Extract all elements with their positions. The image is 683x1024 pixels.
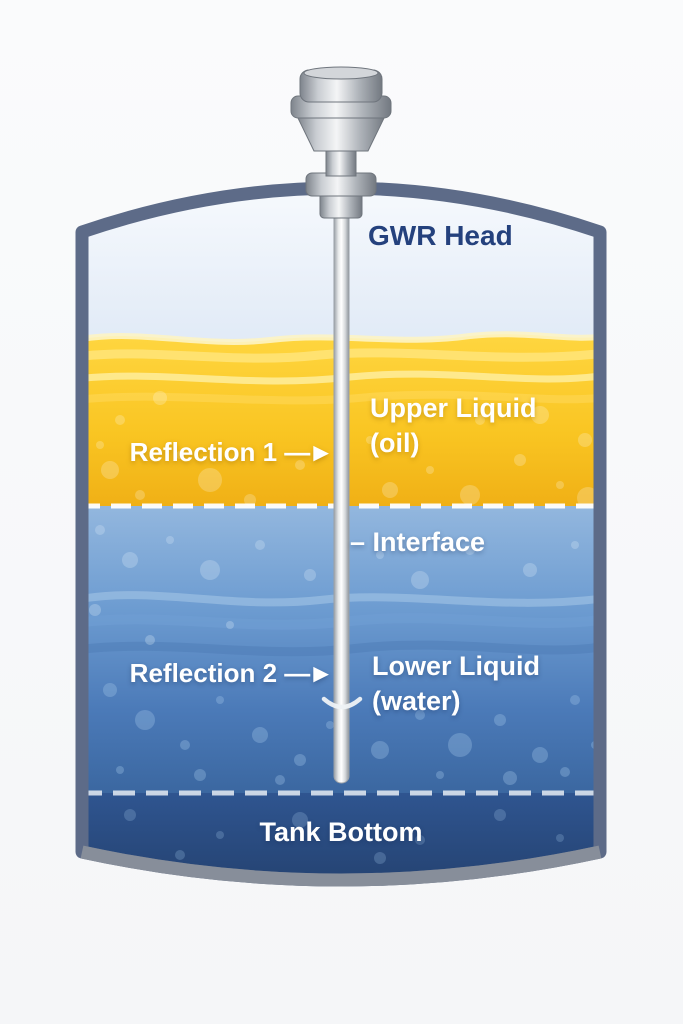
reflection1-label: Reflection 1 —► (88, 437, 334, 468)
tank-bottom-zone (82, 793, 600, 880)
lower-liquid-line1: Lower Liquid (372, 651, 540, 681)
deep-water-bubbles (103, 683, 599, 785)
interface-label: – Interface (350, 527, 486, 557)
reflection2-arc (321, 696, 363, 710)
upper-liquid-line1: Upper Liquid (370, 393, 537, 423)
gwr-probe (333, 199, 350, 784)
reflection1-text: Reflection 1 (129, 437, 285, 467)
reflection1-arrow-icon: —► (284, 437, 334, 467)
tank-bottom-label: Tank Bottom (259, 817, 423, 847)
reflection2-label: Reflection 2 —► (88, 658, 334, 689)
gwr-head-label: GWR Head (368, 220, 513, 251)
water-bubbles (89, 525, 579, 645)
oil-bubbles (96, 391, 599, 509)
reflection2-text: Reflection 2 (129, 658, 285, 688)
gwr-head-device (290, 66, 392, 219)
lower-liquid-line2: (water) (372, 686, 461, 716)
reflection2-arrow-icon: —► (284, 658, 334, 688)
tank-bottom-wall (80, 845, 602, 887)
bottom-zone-bubbles (124, 809, 564, 864)
lower-liquid-label: Lower Liquid (water) (372, 649, 540, 719)
upper-liquid-label: Upper Liquid (oil) (370, 391, 536, 461)
upper-liquid-line2: (oil) (370, 428, 420, 458)
